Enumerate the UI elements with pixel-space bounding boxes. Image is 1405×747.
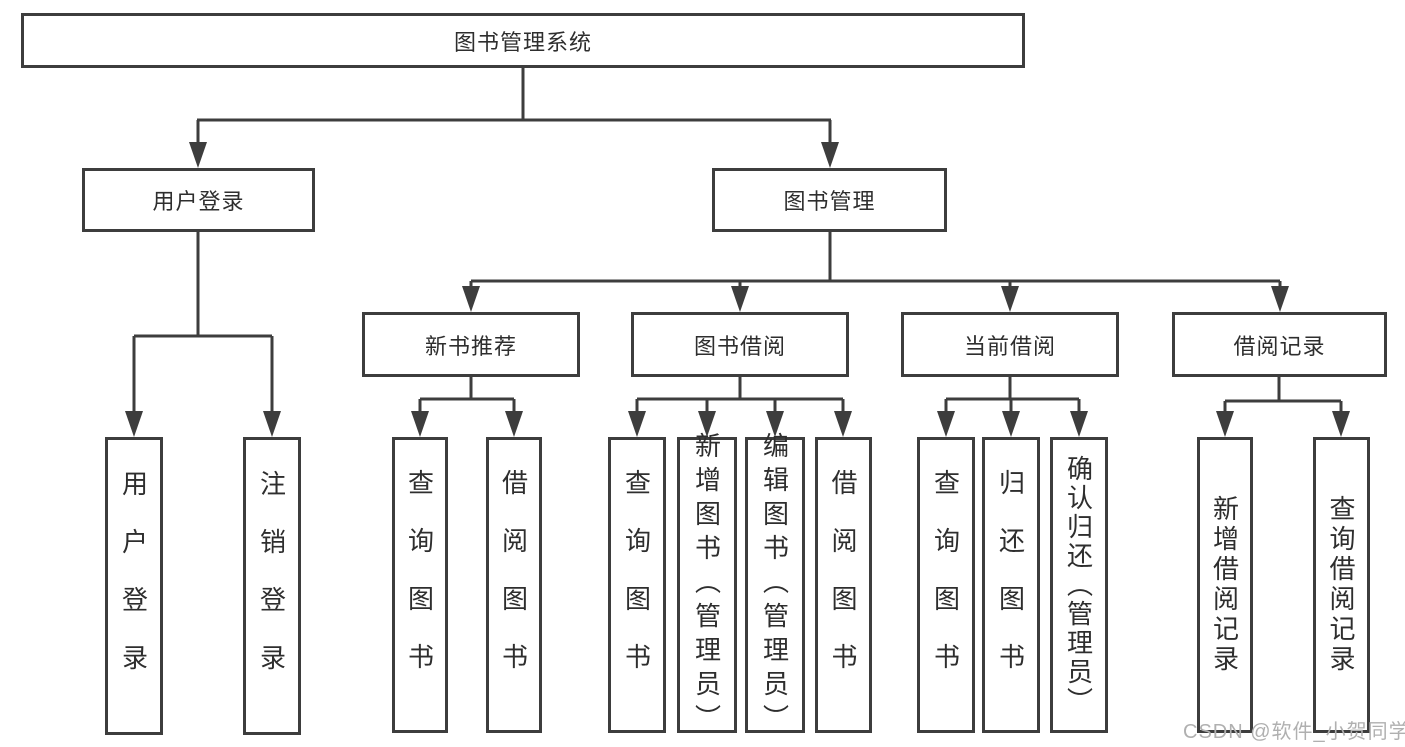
arrow-down-icon [1002, 411, 1020, 437]
arrow-down-icon [1332, 411, 1350, 437]
arrow-down-icon [1070, 411, 1088, 437]
node-borrow-books-leaf: 借阅图书 [815, 437, 872, 733]
arrow-down-icon [834, 411, 852, 437]
arrow-down-icon [766, 411, 784, 437]
arrow-down-icon [125, 411, 143, 437]
arrow-down-icon [263, 411, 281, 437]
node-user-login: 用户登录 [82, 168, 315, 232]
node-library-management-system: 图书管理系统 [21, 13, 1025, 68]
node-add-borrow-record: 新增借阅记录 [1197, 437, 1253, 733]
node-book-borrowing: 图书借阅 [631, 312, 849, 377]
arrow-down-icon [628, 411, 646, 437]
arrow-down-icon [937, 411, 955, 437]
watermark: CSDN @软件_小贺同学 [1183, 721, 1405, 743]
node-confirm-return-admin: 确认归还（管理员） [1050, 437, 1108, 733]
arrow-down-icon [1001, 286, 1019, 312]
node-query-books-current: 查询图书 [917, 437, 975, 733]
node-query-books-recommend: 查询图书 [392, 437, 448, 733]
node-new-book-recommend: 新书推荐 [362, 312, 580, 377]
arrow-down-icon [731, 286, 749, 312]
arrow-down-icon [1271, 286, 1289, 312]
arrow-down-icon [1216, 411, 1234, 437]
node-logout-leaf: 注销登录 [243, 437, 301, 735]
node-user-login-leaf: 用户登录 [105, 437, 163, 735]
node-query-books-borrowing: 查询图书 [608, 437, 666, 733]
arrow-down-icon [821, 142, 839, 168]
node-query-borrow-record: 查询借阅记录 [1313, 437, 1370, 733]
node-borrow-books-recommend: 借阅图书 [486, 437, 542, 733]
arrow-down-icon [698, 411, 716, 437]
arrow-down-icon [189, 142, 207, 168]
node-edit-book-admin: 编辑图书（管理员） [745, 432, 805, 738]
node-borrowing-records: 借阅记录 [1172, 312, 1387, 377]
node-return-books: 归还图书 [982, 437, 1040, 733]
node-current-borrowing: 当前借阅 [901, 312, 1119, 377]
node-book-management: 图书管理 [712, 168, 947, 232]
node-add-book-admin: 新增图书（管理员） [677, 432, 737, 738]
arrow-down-icon [505, 411, 523, 437]
arrow-down-icon [462, 286, 480, 312]
arrow-down-icon [411, 411, 429, 437]
